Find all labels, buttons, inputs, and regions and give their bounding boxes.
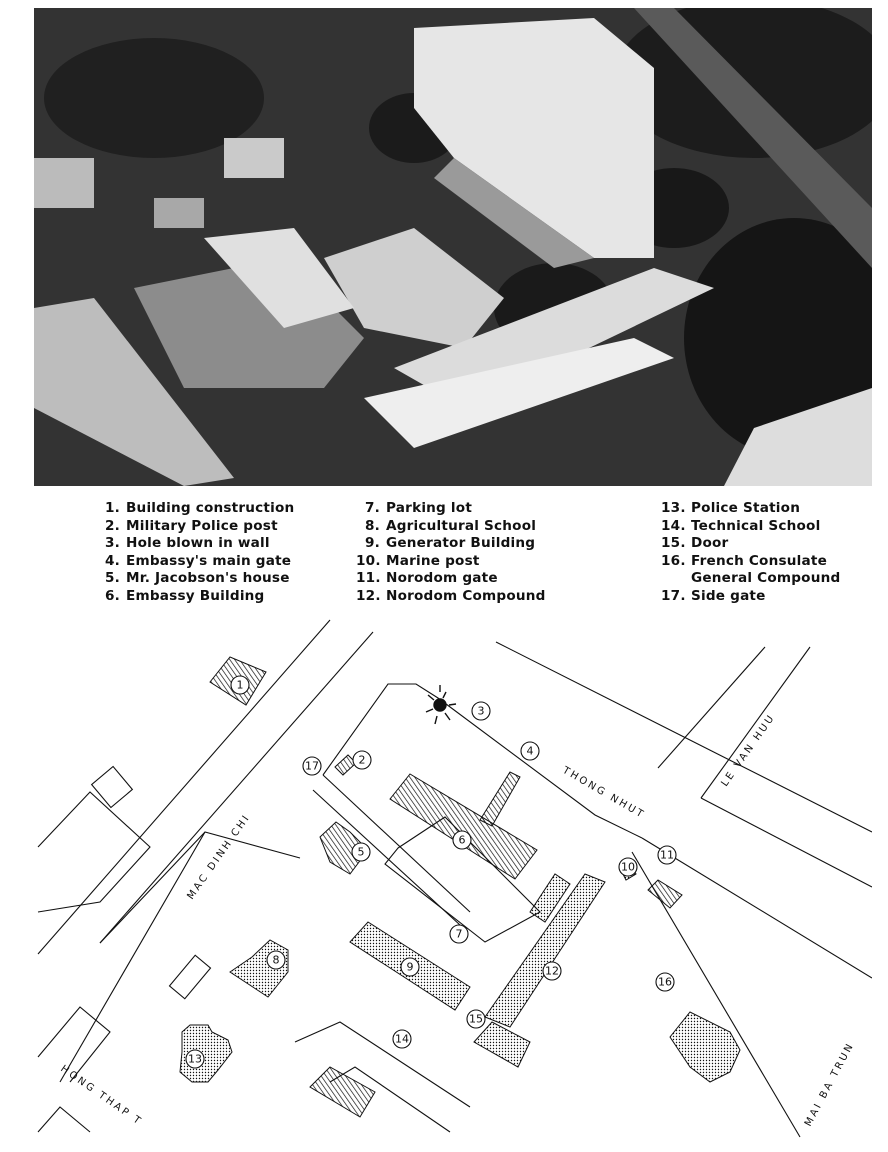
building-12-norodom [484, 873, 606, 1028]
street-label-hong-thap-tu: HONG THAP T [58, 1063, 144, 1128]
street-label-le-van-huu: LE VAN HUU [719, 712, 777, 789]
legend-item: 2.Military Police post [104, 517, 278, 534]
marker-label-11: 11 [660, 849, 674, 862]
street-label-thong-nhut: THONG NHUT [560, 765, 647, 822]
marker-label-15: 15 [469, 1013, 483, 1026]
marker-circle-17 [302, 756, 322, 776]
marker-label-12: 12 [545, 965, 559, 978]
marker-label-14: 14 [395, 1033, 409, 1046]
building-french-gate [647, 879, 683, 909]
legend-column-1: 1.Building construction 2.Military Polic… [96, 500, 294, 606]
legend-item: 9.Generator Building [364, 535, 536, 552]
marker-label-13: 13 [188, 1053, 202, 1066]
marker-label-2: 2 [359, 754, 366, 767]
legend-item: 4.Embassy's main gate [104, 552, 292, 569]
marker-circle-5 [351, 842, 371, 862]
legend-column-3: 13.Police Station 14.Technical School 15… [661, 500, 840, 606]
building-16-french [669, 1011, 741, 1083]
legend-item: 5.Mr. Jacobson's house [104, 570, 290, 587]
street-label-mai-ba-trung: MAI BA TRUN [803, 1040, 857, 1128]
marker-label-10: 10 [621, 861, 635, 874]
marker-circle-9 [400, 957, 420, 977]
legend-item: 12.Norodom Compound [356, 587, 546, 604]
marker-circle-6 [452, 830, 472, 850]
aerial-photo [34, 8, 872, 486]
marker-label-6: 6 [459, 834, 466, 847]
marker-label-16: 16 [658, 976, 672, 989]
marker-circle-8 [266, 950, 286, 970]
marker-circle-11 [657, 845, 677, 865]
legend-item: 13.Police Station [661, 500, 801, 516]
marker-circle-12 [542, 961, 562, 981]
marker-circle-7 [449, 924, 469, 944]
legend-item: 1.Building construction [104, 500, 295, 516]
marker-circle-15 [466, 1009, 486, 1029]
legend-item: 3.Hole blown in wall [104, 535, 270, 552]
legend-item: 17.Side gate [661, 587, 766, 604]
legend-item: 14.Technical School [661, 517, 821, 534]
marker-circle-10 [618, 857, 638, 877]
marker-label-3: 3 [478, 705, 485, 718]
marker-circle-14 [392, 1029, 412, 1049]
marker-label-17: 17 [305, 760, 319, 773]
legend-item: 7.Parking lot [364, 500, 473, 516]
legend-item: 11.Norodom gate [356, 570, 498, 587]
marker-label-9: 9 [407, 961, 414, 974]
legend-column-2: 7.Parking lot 8.Agricultural School 9.Ge… [356, 500, 546, 606]
marker-label-7: 7 [456, 928, 463, 941]
street-label-mac-dinh-chi: MAC DINH CHI [185, 812, 252, 902]
legend-item: 10.Marine post [356, 552, 480, 569]
building-lower-right [309, 1066, 376, 1118]
legend-item: 8.Agricultural School [364, 517, 537, 534]
marker-label-1: 1 [237, 679, 244, 692]
marker-circle-16 [655, 972, 675, 992]
legend-item: 6.Embassy Building [104, 587, 265, 604]
explosion-icon [425, 685, 457, 725]
marker-circle-3 [471, 701, 491, 721]
marker-circle-13 [185, 1049, 205, 1069]
building-4-gate [479, 771, 521, 827]
marker-circle-1 [230, 675, 250, 695]
building-15-door [473, 1021, 531, 1068]
marker-label-5: 5 [358, 846, 365, 859]
marker-circle-4 [520, 741, 540, 761]
marker-label-4: 4 [527, 745, 534, 758]
legend-item: 15.Door [661, 535, 729, 552]
marker-label-8: 8 [273, 954, 280, 967]
building-6-embassy [389, 773, 538, 880]
marker-circle-2 [352, 750, 372, 770]
building-12-annex [529, 873, 571, 923]
